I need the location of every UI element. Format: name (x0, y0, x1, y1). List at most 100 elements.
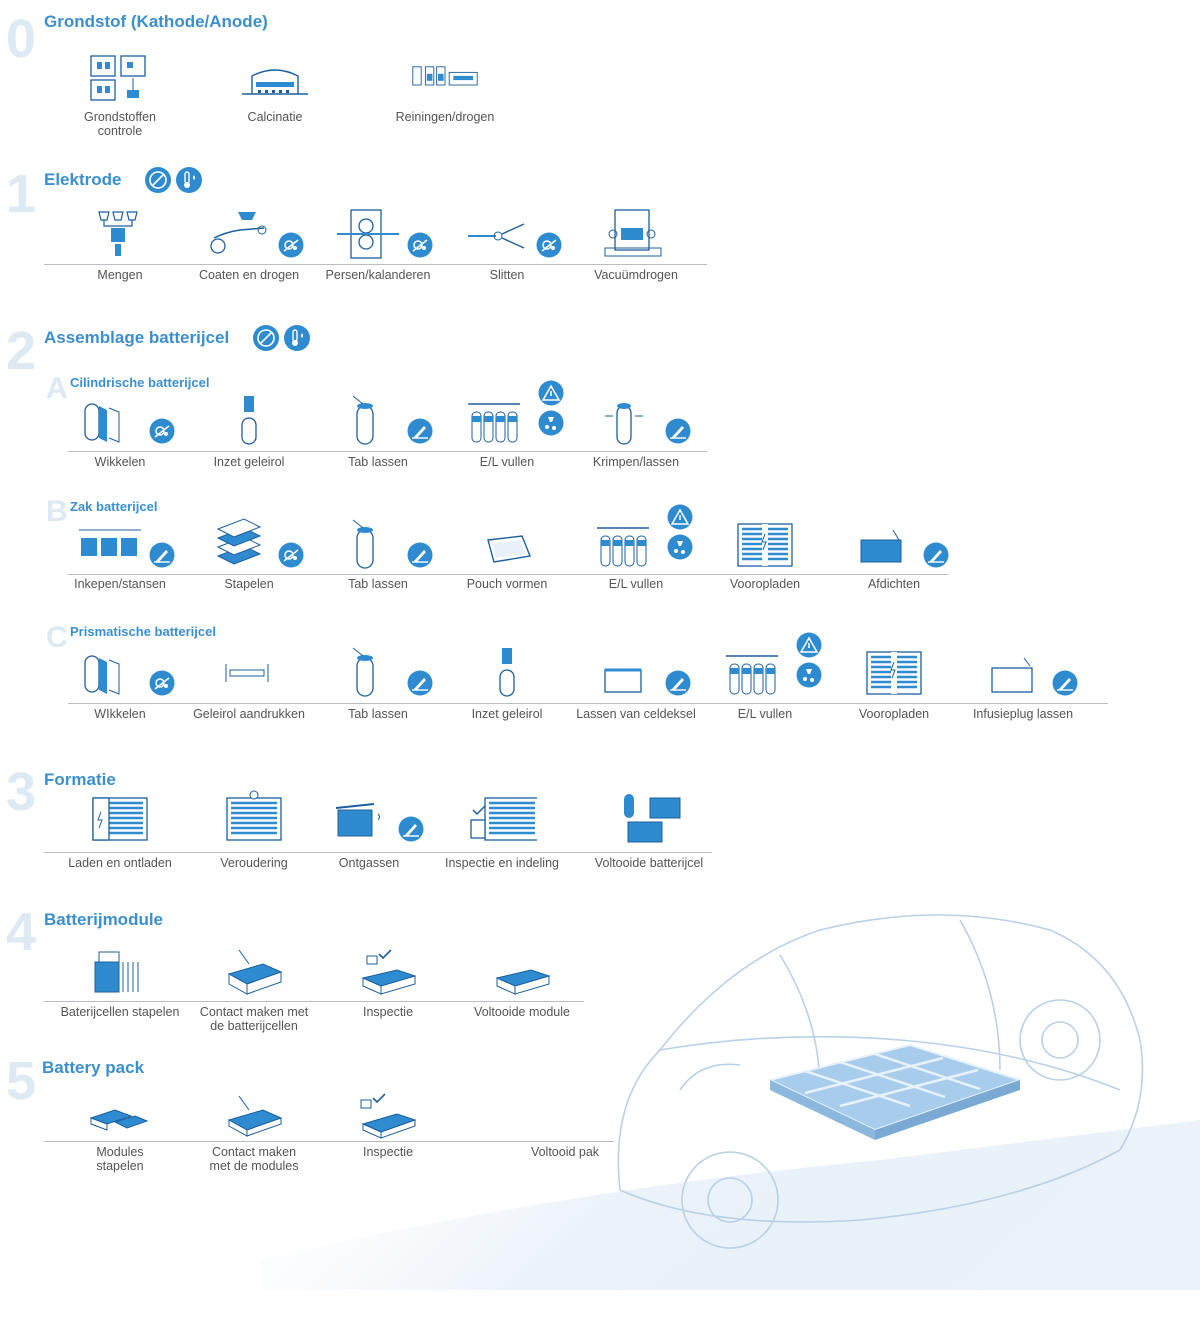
charge-rack-icon (45, 790, 195, 846)
section-badges (252, 324, 312, 351)
step-label: Inspectie en indeling (445, 856, 559, 870)
step-label: Baterijcellen stapelen (60, 1005, 180, 1019)
section-title: Grondstof (Kathode/Anode) (44, 12, 268, 31)
sealing-icon (819, 516, 969, 572)
step-label: Coaten en drogen (198, 268, 300, 282)
tab-welding-icon (303, 516, 453, 572)
roller-icon (149, 418, 175, 444)
crimp-icon (561, 392, 711, 448)
step-label: Geleirol aandrukken (193, 707, 305, 721)
step-label: Tab lassen (348, 455, 408, 469)
welding-icon (665, 670, 691, 696)
calender-press-icon (337, 209, 399, 259)
precharge-rack-icon (737, 523, 793, 567)
cleanroom-icon (145, 167, 171, 193)
finished-cells-icon (574, 790, 724, 846)
step-label: E/L vullen (479, 455, 535, 469)
step-label: Vooropladen (858, 707, 930, 721)
step-label: Contact maken met de modules (209, 1145, 299, 1173)
tab-welding-icon (352, 395, 374, 445)
jellyroll-insert-icon (174, 392, 324, 448)
section-divider (68, 574, 948, 575)
precharge-rack-icon (690, 516, 840, 572)
section-number: 5 (6, 1051, 37, 1111)
degassing-icon (335, 803, 380, 837)
electrolyte-fill-icon (597, 527, 649, 567)
step-label: Infusieplug lassen (972, 707, 1074, 721)
precharge-rack-icon (819, 644, 969, 700)
notching-icon (79, 529, 141, 556)
electrolyte-fill-icon (726, 655, 778, 695)
step-label: Vooropladen (729, 577, 801, 591)
jellyroll-insert-icon (241, 396, 257, 445)
step-label: Modules stapelen (96, 1145, 144, 1173)
pack-inspection-icon (360, 1093, 417, 1139)
finished-pack-icon (490, 1088, 640, 1144)
step-label: Wikkelen (94, 455, 146, 469)
hazard-icon (667, 504, 693, 530)
step-label: Veroudering (220, 856, 288, 870)
section-badges (144, 166, 204, 193)
welding-icon (407, 670, 433, 696)
step-label: Inzet geleirol (471, 707, 543, 721)
welding-icon (407, 542, 433, 568)
vacuum-oven-icon (561, 206, 711, 262)
step-label: Grondstoffen controle (83, 110, 157, 138)
cell-contact-icon (179, 944, 329, 1000)
aging-rack-icon (179, 790, 329, 846)
subsection-letter: C (46, 621, 68, 654)
hazard-icon (538, 380, 564, 406)
roller-icon (407, 232, 433, 258)
welding-icon (398, 816, 424, 842)
section-number: 3 (6, 762, 37, 822)
welding-icon (665, 418, 691, 444)
step-label: Tab lassen (348, 707, 408, 721)
step-label: Voltooide module (474, 1005, 570, 1019)
section-title: Batterijmodule (44, 910, 164, 929)
welding-icon (665, 418, 691, 444)
dosing-icon (538, 410, 564, 436)
section-divider (44, 1141, 614, 1142)
lab-control-icon (90, 55, 146, 101)
step-label: Voltooid pak (530, 1145, 600, 1159)
pouch-icon (487, 535, 531, 563)
winding-icon (84, 403, 120, 443)
module-inspection-icon (313, 944, 463, 1000)
cell-contact-icon (227, 949, 283, 995)
tab-welding-icon (352, 647, 374, 697)
step-label: E/L vullen (737, 707, 793, 721)
roller-icon (149, 670, 175, 696)
aging-rack-icon (226, 790, 282, 841)
welding-icon (1052, 670, 1078, 696)
dosing-icon (796, 662, 822, 688)
welding-icon (923, 542, 949, 568)
coater-icon (174, 206, 324, 262)
roller-icon (536, 232, 562, 258)
subsection-letter: B (46, 495, 68, 528)
tab-welding-icon (352, 519, 374, 569)
press-jellyroll-icon (174, 644, 324, 700)
module-contact-icon (179, 1088, 329, 1144)
winding-icon (45, 392, 195, 448)
step-label: Inspectie (362, 1145, 414, 1159)
step-label: Laden en ontladen (68, 856, 172, 870)
pack-inspection-icon (313, 1088, 463, 1144)
mixer-icon (45, 206, 195, 262)
section-title: Formatie (44, 770, 116, 789)
lab-control-icon (45, 50, 195, 106)
dosing-icon (796, 662, 822, 688)
step-label: Stapelen (224, 577, 274, 591)
winding-icon (84, 655, 120, 695)
stacking-icon (216, 518, 262, 565)
section-number: 1 (6, 164, 37, 224)
electrolyte-fill-icon (432, 392, 582, 448)
subsection-letter: A (46, 372, 68, 405)
roller-icon (536, 232, 562, 258)
car-illustration (260, 914, 1200, 1290)
drying-plant-icon (370, 50, 520, 106)
welding-icon (1052, 670, 1078, 696)
stacking-icon (174, 516, 324, 572)
module-contact-icon (227, 1095, 283, 1137)
hazard-icon (796, 632, 822, 658)
subsection-title: Cilindrische batterijcel (70, 375, 210, 390)
